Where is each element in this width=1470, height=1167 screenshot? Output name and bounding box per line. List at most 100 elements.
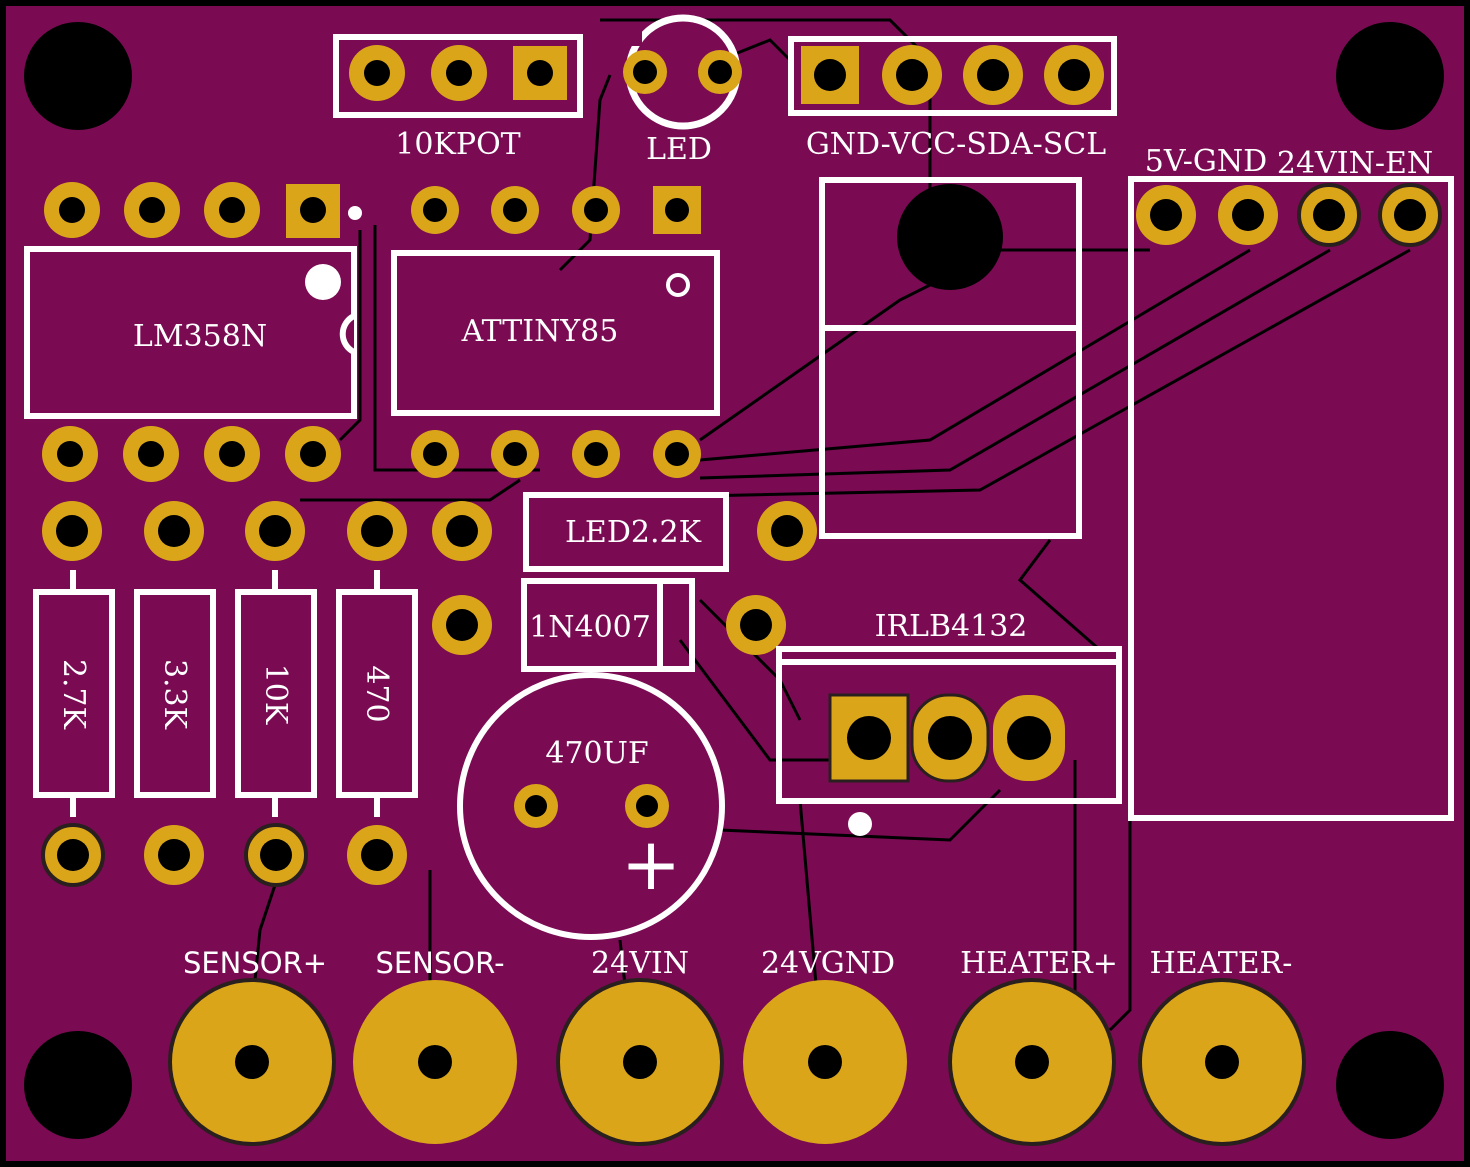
- pin-hole: [584, 198, 608, 222]
- terminal-hole: [418, 1045, 452, 1079]
- pin-hole: [1150, 199, 1182, 231]
- capacitor-label: 470UF: [545, 736, 648, 771]
- pin-hole: [503, 198, 527, 222]
- pin-hole: [665, 198, 689, 222]
- pin-hole: [300, 197, 326, 223]
- power-label: 5V-GND: [1145, 144, 1267, 179]
- capacitor-outline: [457, 672, 725, 940]
- r3-label: 10K: [258, 664, 293, 725]
- pin-hole: [527, 60, 553, 86]
- pin-hole: [636, 795, 658, 817]
- led-resistor-label: LED2.2K: [565, 515, 702, 550]
- pin-hole: [364, 60, 390, 86]
- mounting-hole-top-left: [24, 22, 132, 130]
- resistor-r4: 470: [336, 501, 418, 885]
- pin-hole: [219, 197, 245, 223]
- pin-hole: [708, 60, 732, 84]
- pin-hole: [633, 60, 657, 84]
- resistor-r2: 3.3K: [134, 501, 216, 885]
- r1-label: 2.7K: [56, 659, 91, 730]
- i2c-header-outline: [788, 36, 1117, 116]
- pin-hole: [260, 839, 292, 871]
- mounting-hole-bottom-left: [24, 1031, 132, 1139]
- terminal-hole: [623, 1045, 657, 1079]
- pin-hole: [259, 515, 291, 547]
- pin-hole: [977, 59, 1009, 91]
- pin-hole: [361, 839, 393, 871]
- pin-hole: [219, 441, 245, 467]
- terminal-label: HEATER+: [960, 946, 1118, 981]
- resistor-r1: 2.7K: [33, 501, 115, 887]
- pin-hole: [56, 515, 88, 547]
- pin-hole: [446, 60, 472, 86]
- capacitor-plus-mark: +: [621, 822, 681, 906]
- regulator-outline: [819, 177, 1082, 539]
- pin-hole: [423, 198, 447, 222]
- terminal-hole: [1015, 1045, 1049, 1079]
- pin-hole: [446, 609, 478, 641]
- r2-body: [134, 589, 216, 798]
- mounting-hole-bottom-right: [1336, 1031, 1444, 1139]
- r4-label: 470: [359, 665, 394, 722]
- pin-hole: [1313, 199, 1345, 231]
- terminal-label: HEATER-: [1150, 946, 1293, 981]
- pin-hole: [158, 839, 190, 871]
- pin-hole: [57, 441, 83, 467]
- pin-hole: [928, 716, 972, 760]
- i2c-label: GND-VCC-SDA-SCL: [806, 127, 1106, 162]
- pin-hole: [139, 197, 165, 223]
- pin-hole: [740, 609, 772, 641]
- attiny-pin1-dot: [666, 273, 690, 297]
- pin-hole: [584, 442, 608, 466]
- pin-hole: [503, 442, 527, 466]
- pin-hole: [1394, 199, 1426, 231]
- pin-hole: [300, 441, 326, 467]
- pin-hole: [847, 716, 891, 760]
- pot-header-outline: [333, 34, 583, 118]
- terminal-label: 24VGND: [761, 946, 895, 981]
- terminal-hole: [1205, 1045, 1239, 1079]
- terminal-label: SENSOR+: [183, 946, 327, 980]
- pin-hole: [771, 515, 803, 547]
- pin-hole: [57, 839, 89, 871]
- attiny-outline: [391, 250, 720, 416]
- attiny-label: ATTINY85: [461, 314, 619, 349]
- lm358-pin1-dot: [305, 264, 341, 300]
- pin-hole: [525, 795, 547, 817]
- lm358-orientation-dot: [348, 206, 362, 220]
- pin-hole: [138, 441, 164, 467]
- screw-terminal-pads: [168, 978, 1306, 1146]
- pin-hole: [59, 197, 85, 223]
- terminal-label: 24VIN: [591, 946, 689, 981]
- mosfet-outline: [776, 646, 1122, 804]
- pin-hole: [1007, 716, 1051, 760]
- pin-hole: [446, 515, 478, 547]
- diode-outline: [521, 578, 695, 672]
- pin-hole: [814, 59, 846, 91]
- pot-label: 10KPOT: [395, 127, 520, 162]
- vin-en-label: 24VIN-EN: [1277, 146, 1433, 181]
- pin-hole: [896, 59, 928, 91]
- terminal-hole: [235, 1045, 269, 1079]
- terminal-hole: [808, 1045, 842, 1079]
- buck-module-outline: [1128, 176, 1454, 821]
- mosfet-orientation-dot: [848, 812, 872, 836]
- terminal-label: SENSOR-: [375, 946, 504, 980]
- led-flat-edge: [620, 24, 642, 46]
- lm358-notch: [339, 313, 356, 355]
- pin-hole: [158, 515, 190, 547]
- r2-label: 3.3K: [157, 659, 192, 730]
- terminal-labels: SENSOR+ SENSOR- 24VIN 24VGND HEATER+ HEA…: [183, 946, 1292, 981]
- led-label: LED: [646, 132, 712, 167]
- mosfet-label: IRLB4132: [875, 609, 1028, 644]
- lm358-label: LM358N: [133, 319, 267, 354]
- led-resistor-outline: [523, 492, 729, 572]
- pin-hole: [423, 442, 447, 466]
- pin-hole: [1232, 199, 1264, 231]
- pin-hole: [665, 442, 689, 466]
- mounting-hole-top-right: [1336, 22, 1444, 130]
- pin-hole: [1058, 59, 1090, 91]
- resistor-r3: 10K: [235, 501, 317, 887]
- regulator-mount-hole: [897, 184, 1003, 290]
